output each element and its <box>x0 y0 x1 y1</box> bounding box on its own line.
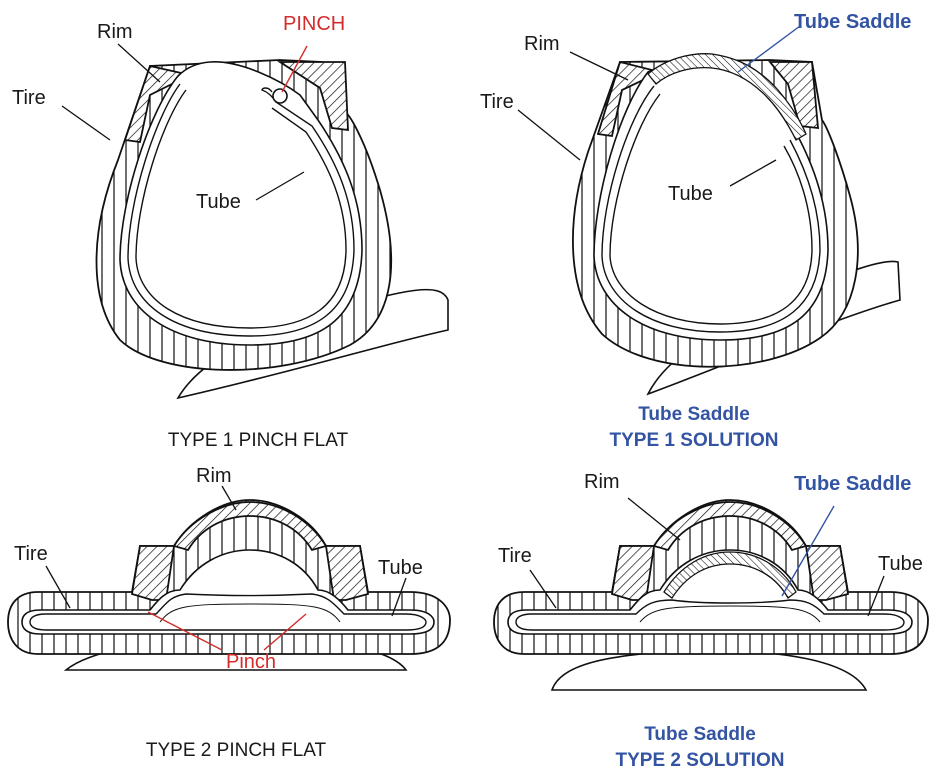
pinch-point <box>273 89 287 103</box>
tube-label: Tube <box>668 183 713 205</box>
tire-label: Tire <box>14 543 48 565</box>
tube-label: Tube <box>378 557 423 579</box>
panel-caption-line1: Tube Saddle <box>644 724 756 745</box>
tube-label: Tube <box>196 191 241 213</box>
rim-label: Rim <box>584 471 620 493</box>
rim-leader-line <box>628 498 680 540</box>
panel-caption: TYPE 1 PINCH FLAT <box>168 430 349 451</box>
tire-label: Tire <box>480 91 514 113</box>
rim-left-flange <box>132 546 174 600</box>
tire-leader-line <box>62 106 110 140</box>
pinch-label: PINCH <box>283 13 345 35</box>
panel-type1-pinch-flat: Rim Tire PINCH Tube TYPE 1 PINCH FLAT <box>12 13 448 451</box>
rim-leader-line <box>118 44 160 82</box>
rim-label: Rim <box>97 21 133 43</box>
panel-caption: TYPE 2 PINCH FLAT <box>146 740 327 761</box>
panel-caption-line1: Tube Saddle <box>638 404 750 425</box>
panel-type2-pinch-flat: Rim Tire Tube Pinch TYPE 2 PINCH FLAT <box>8 465 450 761</box>
panel-caption-line2: TYPE 2 SOLUTION <box>616 750 785 771</box>
rim-left-flange <box>612 546 654 600</box>
ground-obstacle <box>552 650 866 690</box>
tire-label: Tire <box>12 87 46 109</box>
pinch-label: Pinch <box>226 651 276 673</box>
panel-caption-line2: TYPE 1 SOLUTION <box>610 430 779 451</box>
tire-label: Tire <box>498 545 532 567</box>
rim-right-flange <box>806 546 848 600</box>
tube-saddle-label: Tube Saddle <box>794 11 911 33</box>
panel-type1-solution: Rim Tire Tube Saddle Tube Tube Saddle TY… <box>480 11 911 451</box>
tube-saddle-label: Tube Saddle <box>794 473 911 495</box>
tire-leader-line <box>518 110 580 160</box>
rim-label: Rim <box>196 465 232 487</box>
tube-label: Tube <box>878 553 923 575</box>
rim-label: Rim <box>524 33 560 55</box>
panel-type2-solution: Rim Tire Tube Saddle Tube Tube Saddle TY… <box>494 471 928 771</box>
rim-right-flange <box>326 546 368 600</box>
